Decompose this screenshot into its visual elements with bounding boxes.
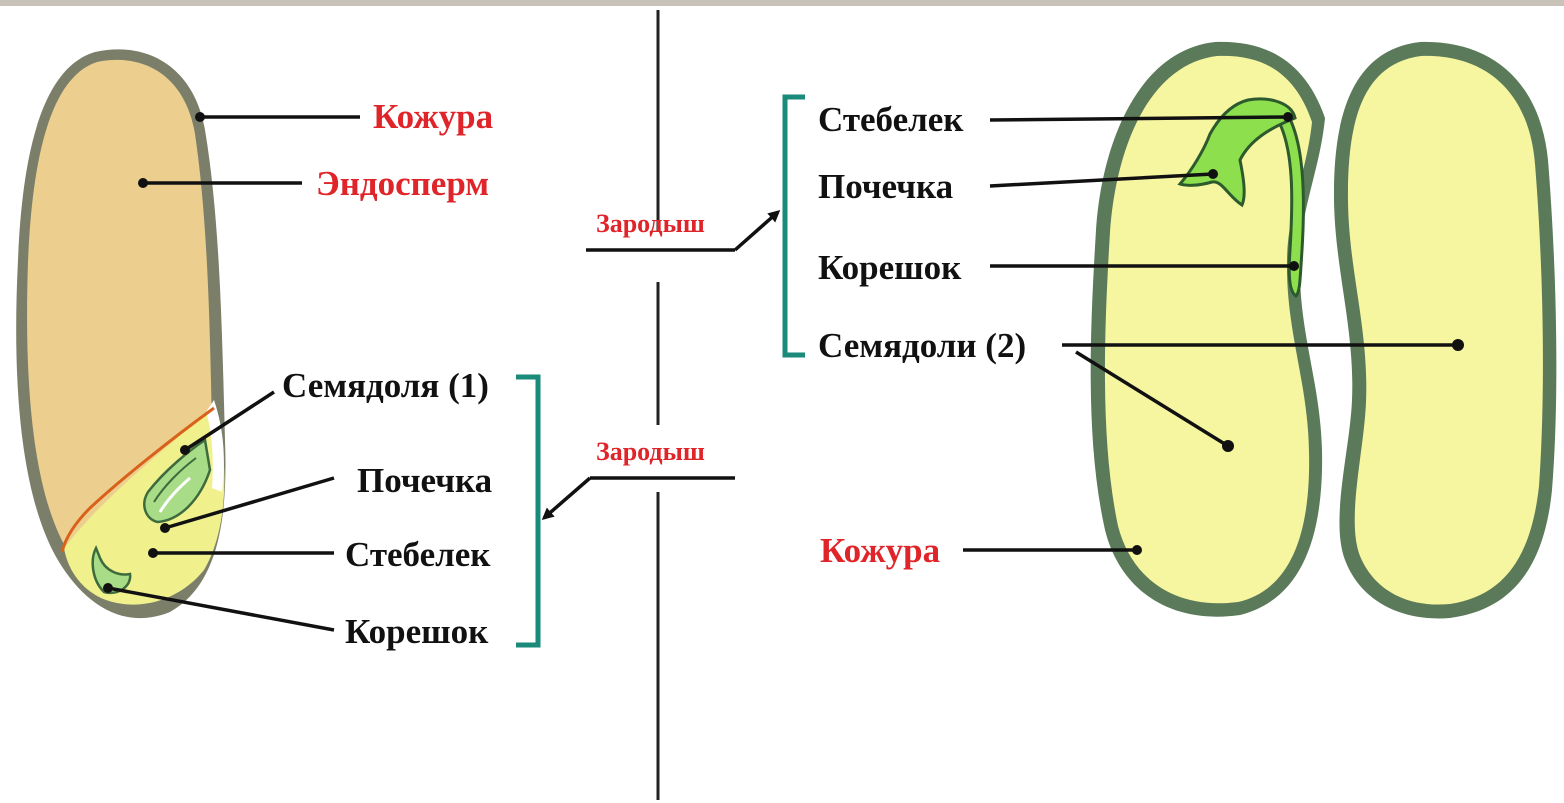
dicot-seed [1091, 42, 1557, 619]
monocot-stem-label: Стебелек [345, 535, 491, 574]
top-border-strip [0, 0, 1564, 6]
dicot-stem-label: Стебелек [818, 100, 964, 139]
monocot-seed [16, 49, 225, 618]
monocot-bud-label: Почечка [357, 461, 492, 500]
dicot-cotyledon-right [1348, 56, 1543, 605]
monocot-embryo-bracket [516, 377, 538, 645]
monocot-endosperm-label: Эндосперм [316, 164, 489, 203]
monocot-embryo-arrow [544, 478, 735, 518]
monocot-cotyledon-label: Семядоля (1) [282, 366, 489, 405]
dicot-bud-label: Почечка [818, 167, 953, 206]
dicot-embryo-label: Зародыш [596, 209, 705, 238]
dicot-cotyledons-label: Семядоли (2) [818, 326, 1026, 365]
monocot-embryo-label: Зародыш [596, 437, 705, 466]
monocot-coat-label: Кожура [373, 97, 493, 136]
dicot-coat-label: Кожура [820, 531, 940, 570]
dicot-root-label: Корешок [818, 248, 962, 287]
monocot-root-label: Корешок [345, 612, 489, 651]
dicot-embryo-bracket [785, 97, 805, 355]
